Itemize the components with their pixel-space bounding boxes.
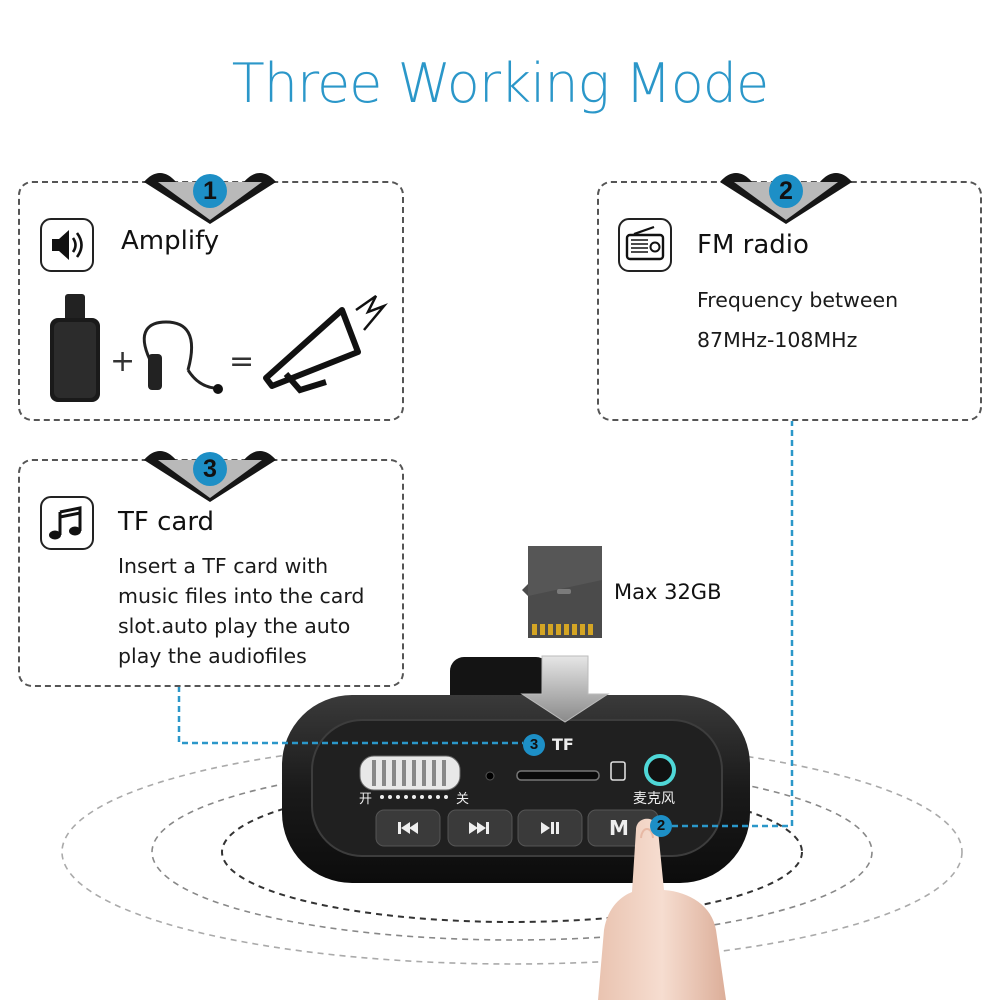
mode-button-label[interactable]: M [609,816,629,840]
switch-off-label: 关 [456,792,470,807]
play-pause-icon [541,822,559,834]
tf-description-line-4: play the audiofiles [118,644,307,668]
mode-number-badge: 2 [769,174,803,208]
mode-number-badge: 1 [193,174,227,208]
fm-frequency-line-2: 87MHz-108MHz [697,328,858,352]
headset-mic-image [142,320,223,394]
music-note-icon [40,496,94,550]
wave-ellipse-middle [151,763,873,941]
mode-heading-amplify: Amplify [121,226,220,256]
card-symbol-icon [610,761,626,781]
equation-equals: = [229,344,255,379]
mode-tab-3: 3 [144,444,276,506]
megaphone-icon [263,294,388,394]
fm-frequency-line-1: Frequency between [697,288,899,312]
connector-fm [672,420,794,828]
radio-icon [618,218,672,272]
insert-arrow-icon [520,655,610,723]
previous-icon [398,822,418,834]
mode-heading-fm-radio: FM radio [697,230,809,260]
tf-description-line-1: Insert a TF card with [118,554,329,578]
amplify-equation [50,294,388,402]
mic-jack-label: 麦克风 [633,791,675,807]
tf-description-line-3: slot.auto play the auto [118,614,351,638]
tf-slot-label: TF [552,735,574,754]
switch-on-label: 开 [359,792,373,807]
mode-number-badge: 3 [193,452,227,486]
next-icon [469,822,489,834]
mic-jack [644,754,676,786]
mic-hole [485,771,495,781]
finger-image [598,818,726,1000]
tf-slot-badge: 3 [523,734,545,756]
mode-tab-1: 1 [144,166,276,228]
tf-slot [516,770,600,781]
speaker-volume-icon [40,218,94,272]
tf-description-line-2: music files into the card [118,584,365,608]
amplifier-image [50,294,100,402]
mode-heading-tf-card: TF card [118,507,215,537]
tf-card-image [522,546,602,638]
mode-tab-2: 2 [720,166,852,228]
equation-plus: + [110,344,136,379]
tf-capacity-label: Max 32GB [614,580,722,604]
mode-button-badge: 2 [650,815,672,837]
page-title: Three Working Mode [231,52,770,115]
